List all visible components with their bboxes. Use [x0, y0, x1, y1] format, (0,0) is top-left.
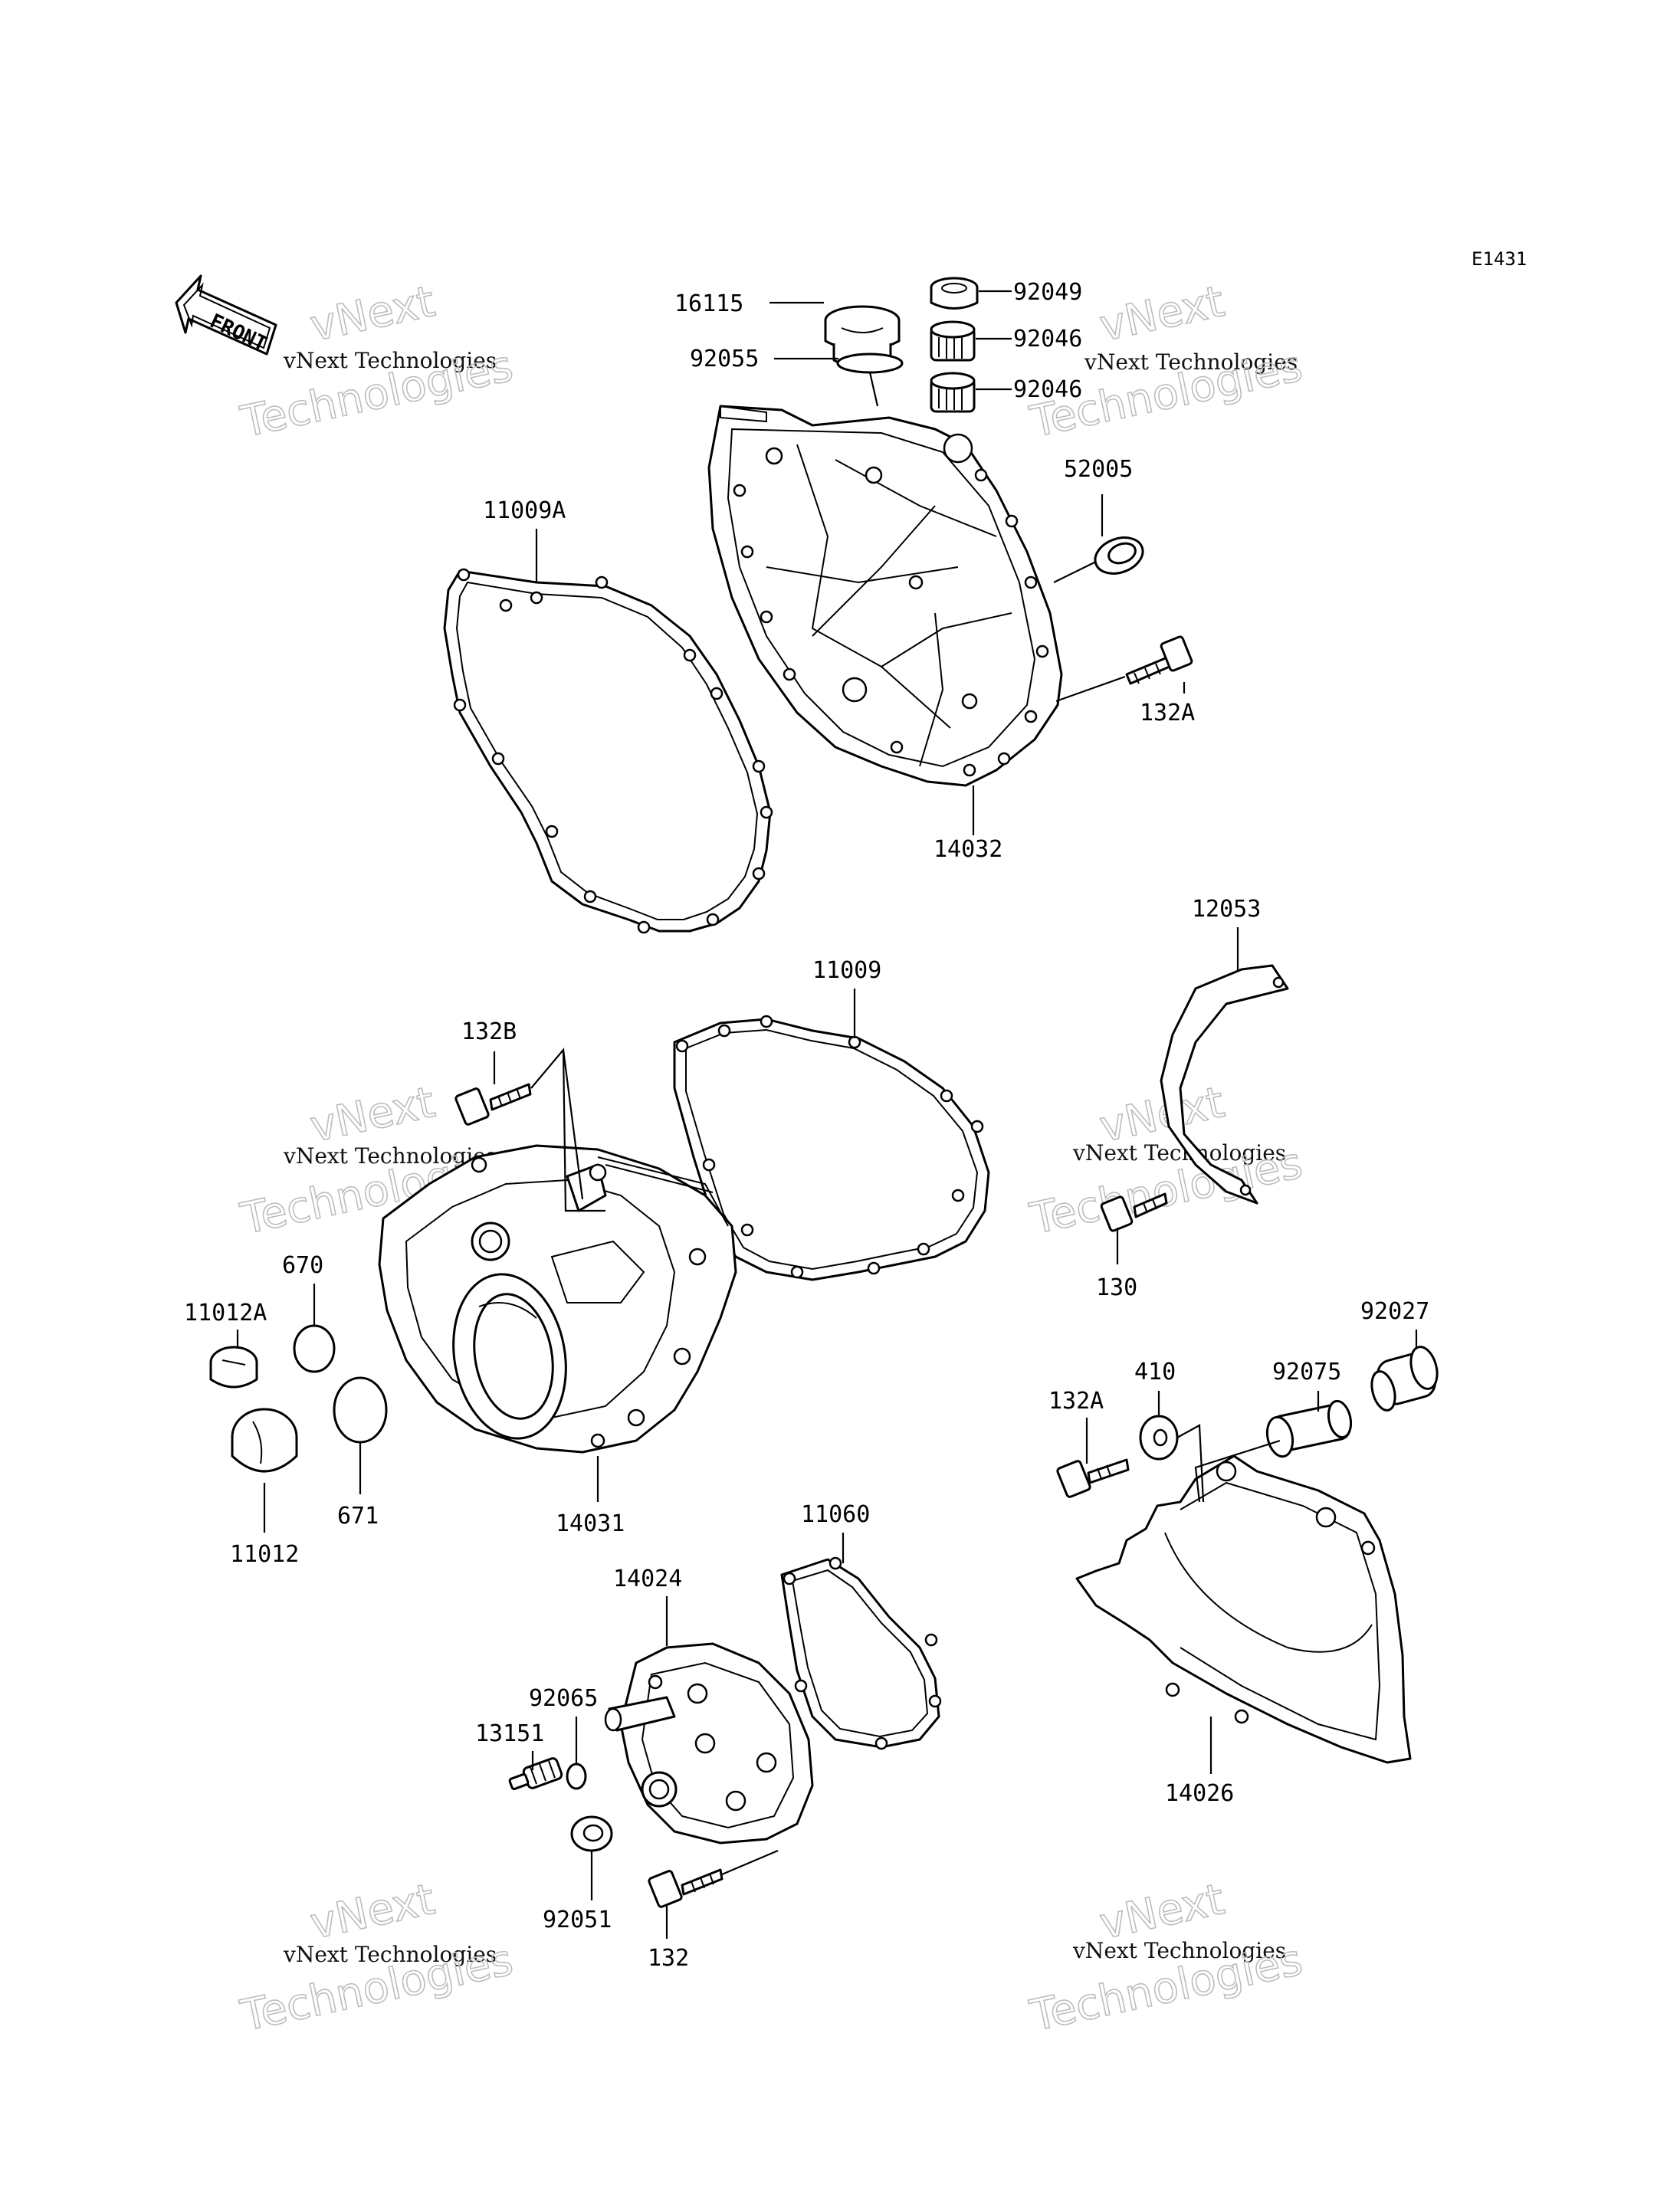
label-11012: 11012	[230, 1541, 299, 1568]
label-16115: 16115	[674, 290, 743, 317]
o-ring-671	[333, 1376, 388, 1444]
part-number-labels: 16115 92055 92049 92046 92046 52005 1100…	[184, 279, 1429, 1972]
bolt-132A-mid	[1056, 1458, 1130, 1498]
label-11009: 11009	[812, 957, 881, 984]
collar-92027	[1370, 1346, 1439, 1412]
label-92051: 92051	[543, 1907, 612, 1933]
generator-cover-14031	[378, 1144, 737, 1454]
gasket-11060-holes	[783, 1556, 942, 1750]
washer-410	[1139, 1415, 1179, 1461]
label-11009A: 11009A	[483, 497, 566, 524]
collar-92075	[1265, 1399, 1353, 1458]
label-92055: 92055	[690, 346, 759, 372]
svg-text:vNext Technologies: vNext Technologies	[1084, 349, 1298, 375]
label-92027: 92027	[1360, 1298, 1429, 1325]
chain-guide-12053	[1160, 964, 1289, 1205]
svg-text:vNext Technologies: vNext Technologies	[1072, 1140, 1286, 1166]
watermark-bottom-right: vNext vNext Technologies Technologies	[1025, 1874, 1308, 2041]
label-13151: 13151	[475, 1720, 544, 1747]
washer-92065	[566, 1763, 587, 1790]
label-14024: 14024	[613, 1566, 682, 1592]
o-ring-92055	[836, 353, 904, 374]
label-410: 410	[1134, 1359, 1176, 1385]
bleed-screw-13151	[508, 1757, 563, 1790]
label-92046-lower: 92046	[1013, 376, 1082, 403]
label-132A-top: 132A	[1140, 700, 1195, 726]
label-14031: 14031	[556, 1510, 625, 1537]
seal-92051	[570, 1815, 613, 1852]
gasket-11009-holes	[675, 1015, 984, 1279]
gasket-11009A-holes	[453, 568, 773, 934]
label-671: 671	[337, 1503, 379, 1530]
svg-text:vNext: vNext	[1095, 277, 1229, 352]
pump-cover-14024	[604, 1642, 814, 1844]
bearing-92046-lower	[930, 372, 976, 413]
label-92075: 92075	[1272, 1359, 1341, 1385]
label-132B: 132B	[461, 1018, 517, 1045]
label-132A-mid: 132A	[1048, 1388, 1104, 1415]
sprocket-cover-14026	[1075, 1454, 1412, 1764]
gasket-11060	[780, 1558, 940, 1749]
gasket-11009A	[443, 569, 772, 933]
label-92049: 92049	[1013, 279, 1082, 306]
seal-92049	[930, 277, 979, 310]
watermark-top-left: vNext vNext Technologies Technologies	[236, 276, 518, 448]
svg-text:vNext Technologies: vNext Technologies	[283, 1942, 497, 1967]
gasket-11060-inner	[791, 1569, 929, 1738]
clutch-cover-14032	[707, 405, 1063, 787]
svg-text:vNext: vNext	[306, 1874, 439, 1949]
watermark-bottom-left: vNext vNext Technologies Technologies	[236, 1874, 518, 2041]
diagram-code: E1431	[1472, 248, 1527, 270]
svg-text:vNext Technologies: vNext Technologies	[283, 348, 497, 373]
label-52005: 52005	[1064, 456, 1133, 483]
svg-text:vNext Technologies: vNext Technologies	[1072, 1938, 1286, 1963]
label-92046-upper: 92046	[1013, 326, 1082, 353]
label-14026: 14026	[1165, 1780, 1234, 1807]
bolt-132B	[454, 1083, 532, 1126]
bolt-132A-top	[1125, 635, 1193, 685]
front-arrow-icon: FRONT	[175, 274, 277, 356]
bearing-92046-upper	[930, 320, 976, 362]
bolt-130	[1100, 1192, 1168, 1232]
plug-11012	[231, 1408, 298, 1473]
svg-text:vNext: vNext	[306, 277, 439, 352]
label-92065: 92065	[529, 1685, 598, 1712]
plug-11012A	[209, 1346, 258, 1389]
label-11012A: 11012A	[184, 1300, 267, 1326]
label-132: 132	[648, 1945, 689, 1972]
label-130: 130	[1096, 1274, 1137, 1301]
label-12053: 12053	[1192, 896, 1261, 923]
bolt-132	[648, 1868, 724, 1908]
oil-seal-52005	[1094, 536, 1144, 575]
label-670: 670	[282, 1252, 323, 1279]
o-ring-670	[293, 1324, 336, 1373]
label-11060: 11060	[801, 1501, 870, 1528]
leader-lines	[236, 290, 1418, 1939]
label-14032: 14032	[934, 836, 1002, 863]
svg-text:vNext: vNext	[306, 1077, 439, 1153]
